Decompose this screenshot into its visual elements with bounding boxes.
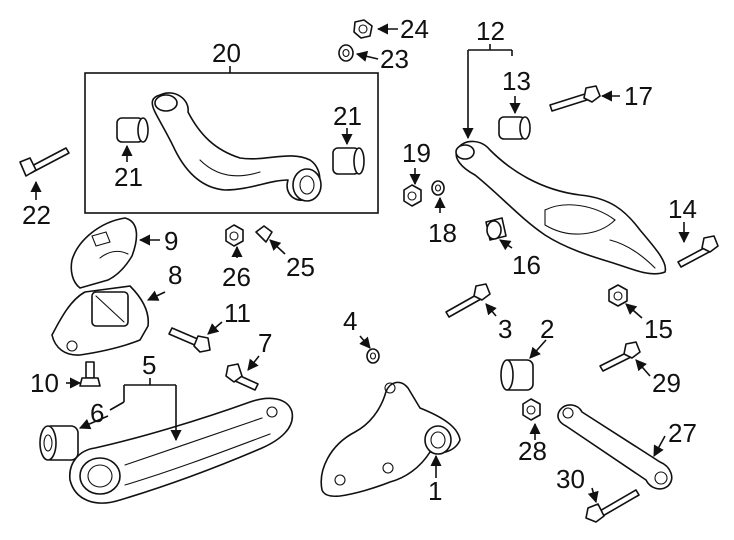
callout-18: 18 (428, 218, 457, 248)
leader-lines (30, 23, 690, 504)
part-14-bolt (677, 235, 719, 268)
part-22-bolt (19, 147, 70, 177)
callout-30: 30 (556, 464, 585, 494)
part-9-shield (70, 217, 138, 289)
part-21-bushing-right (332, 147, 365, 175)
callout-19: 19 (402, 138, 431, 168)
callout-3: 3 (498, 314, 512, 344)
part-7-bolt (225, 363, 259, 391)
part-3-bolt (445, 283, 491, 318)
part-17-bolt (549, 85, 601, 112)
callout-15: 15 (644, 314, 673, 344)
inset-frame (84, 72, 379, 214)
callout-13: 13 (502, 66, 531, 96)
callout-25: 25 (286, 252, 315, 282)
callout-24: 24 (400, 14, 429, 44)
callout-27: 27 (668, 418, 697, 448)
part-4-washer (366, 348, 380, 364)
part-2-bushing (500, 359, 534, 391)
callout-6: 6 (90, 398, 104, 428)
callout-29: 29 (652, 368, 681, 398)
callout-2: 2 (540, 314, 554, 344)
callout-23: 23 (380, 44, 409, 74)
callout-21-right: 21 (333, 101, 362, 131)
callout-17: 17 (624, 81, 653, 111)
part-6-bushing (39, 425, 79, 461)
part-11-bolt (168, 327, 211, 353)
callout-10: 10 (30, 368, 59, 398)
part-5-trailing-arm (69, 397, 294, 504)
part-12-lower-arm (455, 140, 667, 275)
callout-28: 28 (518, 436, 547, 466)
part-29-bolt (599, 341, 641, 372)
part-21-bushing-left (116, 117, 149, 143)
part-19-nut (403, 184, 422, 207)
callout-5: 5 (142, 350, 156, 380)
part-23-washer (338, 44, 354, 62)
part-28-nut (522, 398, 541, 421)
callout-12: 12 (476, 16, 505, 46)
part-30-bolt (585, 489, 640, 523)
part-15-nut (608, 284, 628, 307)
callout-14: 14 (668, 194, 697, 224)
callout-4: 4 (343, 306, 357, 336)
part-18-washer (431, 180, 445, 196)
callout-11: 11 (224, 298, 251, 328)
callout-labels: 1 2 3 4 5 6 7 8 9 10 11 12 13 14 15 16 1… (22, 14, 697, 506)
part-27-link (557, 404, 673, 490)
part-26-nut (225, 224, 244, 247)
callout-21-left: 21 (114, 162, 143, 192)
callout-8: 8 (168, 260, 182, 290)
callout-20: 20 (212, 38, 241, 68)
part-24-nut (353, 19, 373, 39)
part-10-bolt (79, 361, 101, 387)
callout-16: 16 (512, 250, 541, 280)
part-1-knuckle (320, 381, 461, 498)
callout-7: 7 (258, 328, 272, 358)
callout-1: 1 (428, 476, 442, 506)
part-20-upper-arm (151, 92, 322, 202)
part-25-clip (255, 225, 273, 243)
part-16-bushing (485, 217, 507, 241)
part-13-bushing (498, 116, 531, 140)
part-8-bracket (51, 285, 150, 356)
callout-22: 22 (22, 200, 51, 230)
callout-26: 26 (222, 262, 251, 292)
callout-9: 9 (164, 226, 178, 256)
